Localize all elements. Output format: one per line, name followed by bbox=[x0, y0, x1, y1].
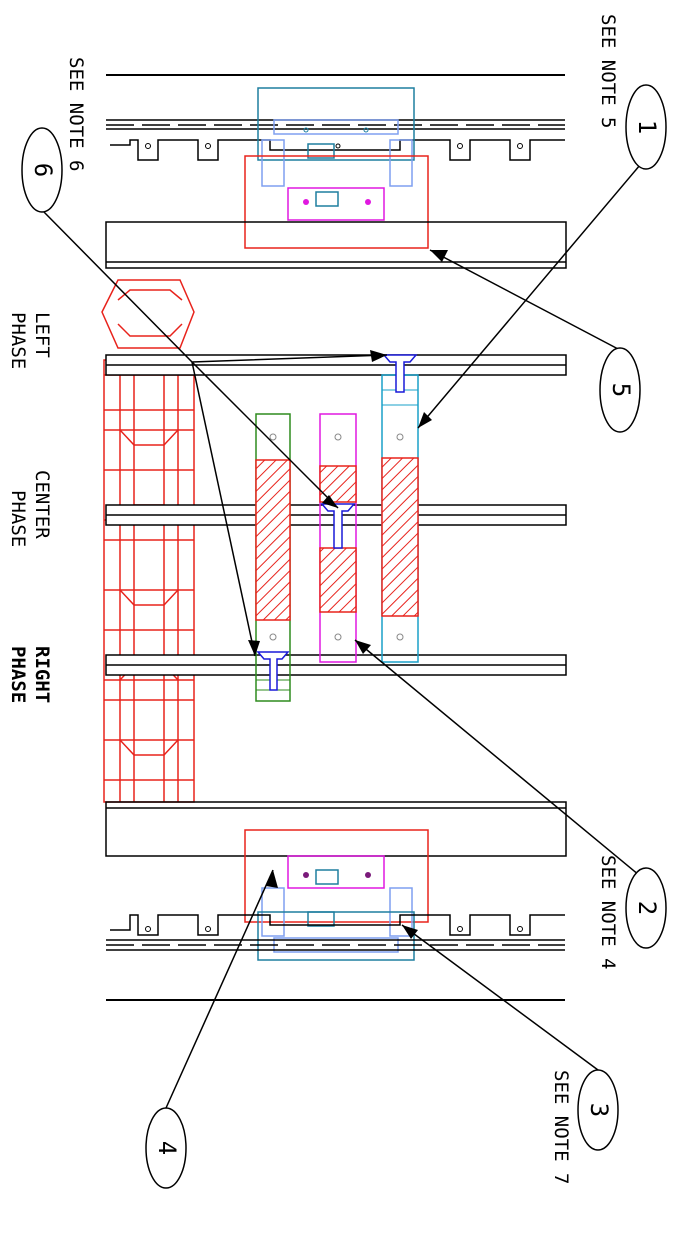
balloon-5: 5 bbox=[599, 347, 641, 433]
top-mounting-section bbox=[105, 74, 567, 269]
balloon-2: 2 bbox=[625, 867, 667, 949]
note-4-label: SEE NOTE 4 bbox=[597, 855, 619, 969]
balloon-4: 4 bbox=[145, 1107, 187, 1189]
leader-lines bbox=[41, 164, 646, 1109]
bottom-mounting-section bbox=[105, 801, 567, 1001]
svg-text:5: 5 bbox=[607, 383, 635, 397]
center-phase-label-line1: CENTER bbox=[31, 470, 53, 539]
right-phase-label-line1: RIGHT bbox=[31, 646, 53, 703]
note-6-label: SEE NOTE 6 bbox=[65, 57, 87, 171]
svg-text:4: 4 bbox=[153, 1141, 181, 1155]
balloon-6: 6 bbox=[21, 127, 63, 213]
insulator-stack bbox=[101, 279, 195, 803]
magenta-support-bar bbox=[319, 413, 357, 663]
note-5-label: SEE NOTE 5 bbox=[597, 14, 619, 128]
note-7-label: SEE NOTE 7 bbox=[550, 1070, 572, 1184]
right-phase-label-line2: PHASE bbox=[7, 646, 29, 703]
left-phase-label-line1: LEFT bbox=[31, 312, 53, 358]
center-phase-label-line2: PHASE bbox=[7, 490, 29, 547]
svg-text:1: 1 bbox=[633, 120, 661, 134]
svg-text:3: 3 bbox=[585, 1103, 613, 1117]
balloon-3: 3 bbox=[577, 1069, 619, 1151]
leader-arrowheads bbox=[248, 250, 448, 939]
svg-text:6: 6 bbox=[29, 163, 57, 177]
svg-text:2: 2 bbox=[633, 901, 661, 915]
green-support-bar bbox=[255, 413, 291, 702]
left-phase-label-line2: PHASE bbox=[7, 312, 29, 369]
balloon-1: 1 bbox=[625, 84, 667, 170]
cyan-support-bar bbox=[381, 354, 419, 663]
